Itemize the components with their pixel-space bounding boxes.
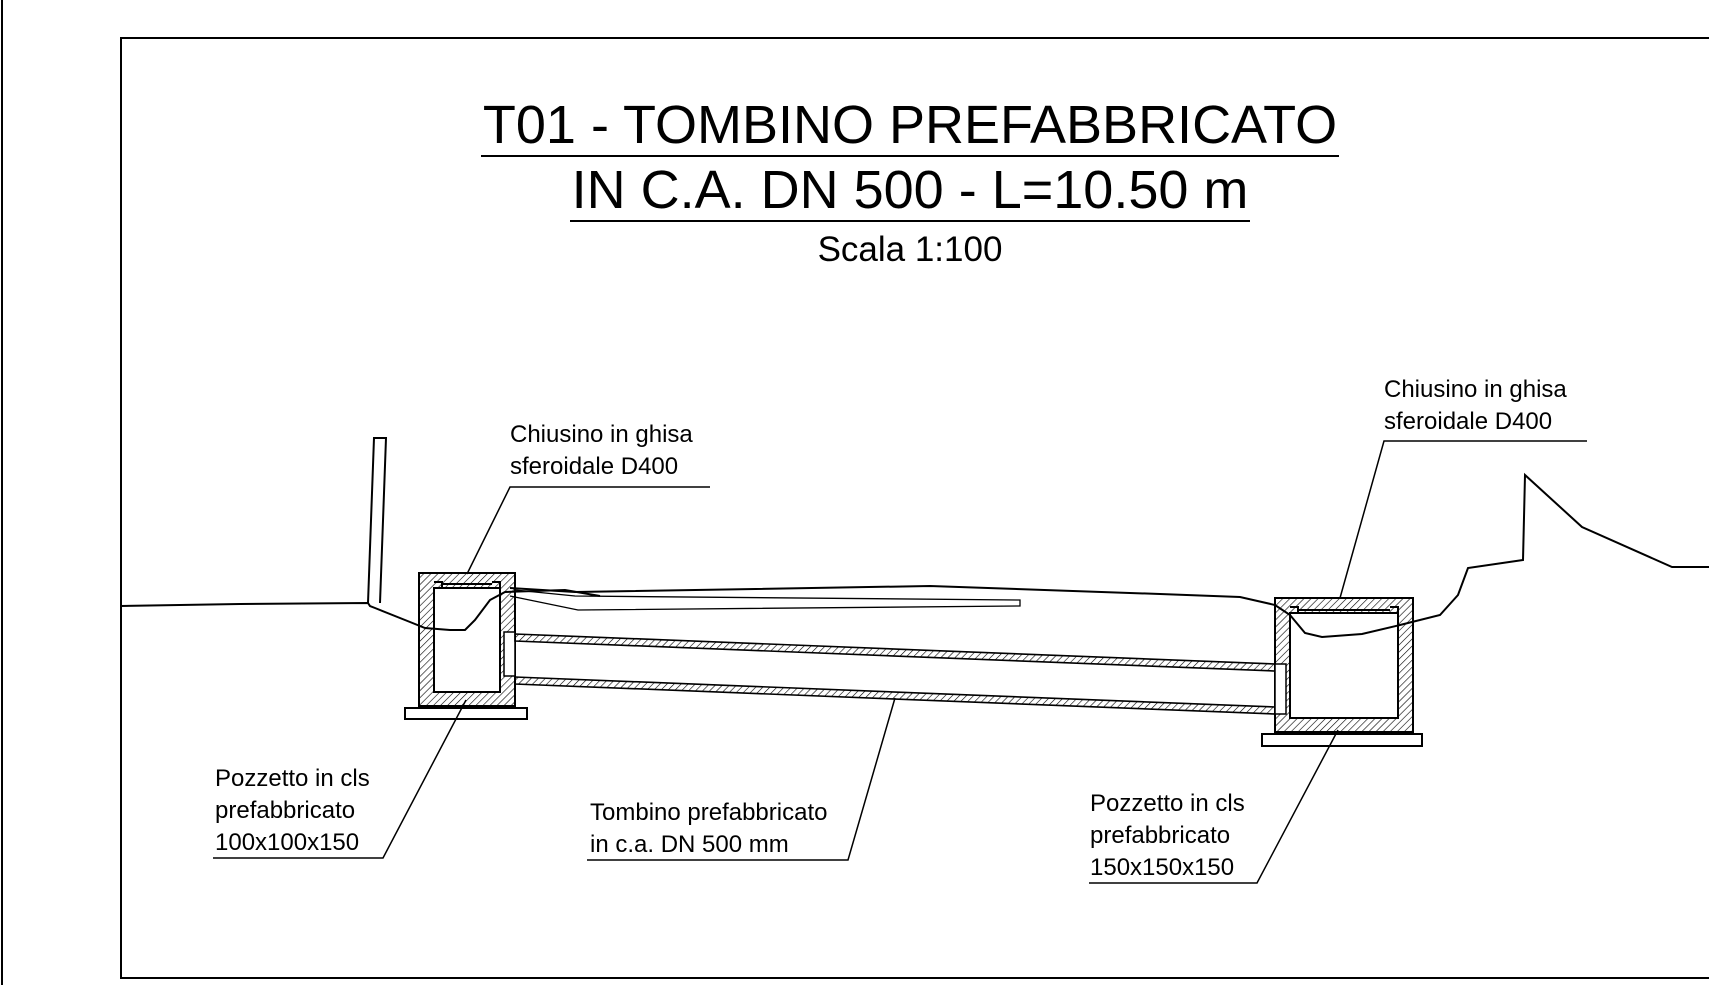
label-line: prefabbricato — [215, 797, 356, 824]
label-line: 150x150x150 — [1090, 854, 1235, 881]
fence-post — [367, 437, 388, 604]
label-pozzetto-right: Pozzetto in cls prefabbricato 150x150x15… — [1090, 788, 1245, 884]
label-tombino: Tombino prefabbricato in c.a. DN 500 mm — [590, 797, 827, 861]
leader-pozzetto-right — [1089, 729, 1339, 884]
drawing-frame — [120, 37, 1709, 979]
leader-chiusino-right — [1339, 440, 1587, 599]
label-line: Tombino prefabbricato — [590, 799, 828, 826]
label-chiusino-left: Chiusino in ghisa sferoidale D400 — [510, 419, 693, 483]
label-chiusino-right: Chiusino in ghisa sferoidale D400 — [1384, 374, 1567, 438]
leader-chiusino-left — [466, 486, 710, 575]
pozzetto-left — [404, 572, 528, 720]
label-line: sferoidale D400 — [510, 453, 679, 480]
pozzetto-right — [1261, 597, 1423, 747]
label-line: Pozzetto in cls — [1090, 790, 1245, 817]
label-pozzetto-left: Pozzetto in cls prefabbricato 100x100x15… — [215, 763, 370, 859]
label-line: Chiusino in ghisa — [510, 421, 693, 448]
drawing-title-line-1: T01 - TOMBINO PREFABBRICATO — [480, 95, 1340, 157]
drawing-scale: Scala 1:100 — [817, 230, 1003, 269]
tombino-pipe — [514, 633, 1276, 715]
label-line: in c.a. DN 500 mm — [590, 831, 789, 858]
label-line: prefabbricato — [1090, 822, 1231, 849]
drawing-title-line-2: IN C.A. DN 500 - L=10.50 m — [569, 160, 1251, 222]
road-profile-top — [509, 584, 1291, 616]
label-line: 100x100x150 — [215, 829, 360, 856]
label-line: Chiusino in ghisa — [1384, 376, 1567, 403]
leader-pozzetto-left — [213, 699, 467, 859]
road-surface — [509, 589, 1021, 611]
label-line: Pozzetto in cls — [215, 765, 370, 792]
ground-profile-right — [1289, 472, 1709, 639]
ground-profile-left — [120, 588, 601, 631]
leader-tombino — [587, 697, 896, 861]
label-line: sferoidale D400 — [1384, 408, 1553, 435]
